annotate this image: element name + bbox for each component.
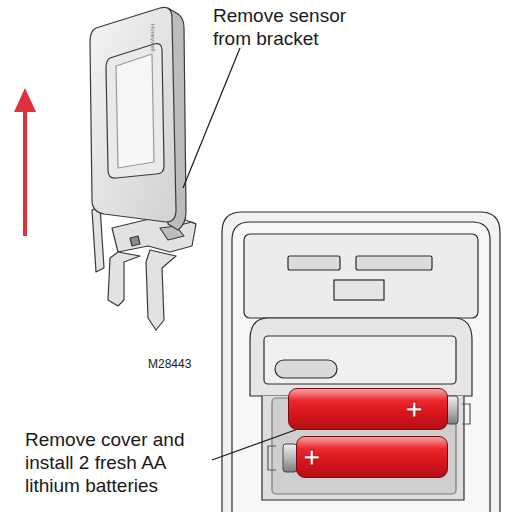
battery: + — [296, 436, 448, 478]
leader-line — [212, 429, 298, 460]
polarity-mark: + — [405, 394, 423, 424]
leader-line — [183, 48, 240, 188]
callout-text: Remove sensor from bracket — [213, 4, 363, 50]
polarity-mark: + — [303, 442, 321, 472]
lift-arrow — [14, 88, 36, 236]
battery: + — [288, 388, 448, 430]
figure-number: M28443 — [148, 357, 218, 372]
callout-text: Remove cover and install 2 fresh AA lith… — [25, 428, 220, 498]
sensor-body — [90, 7, 186, 230]
battery-compartment — [222, 212, 500, 512]
brand-logo: Honeywell — [148, 8, 155, 68]
